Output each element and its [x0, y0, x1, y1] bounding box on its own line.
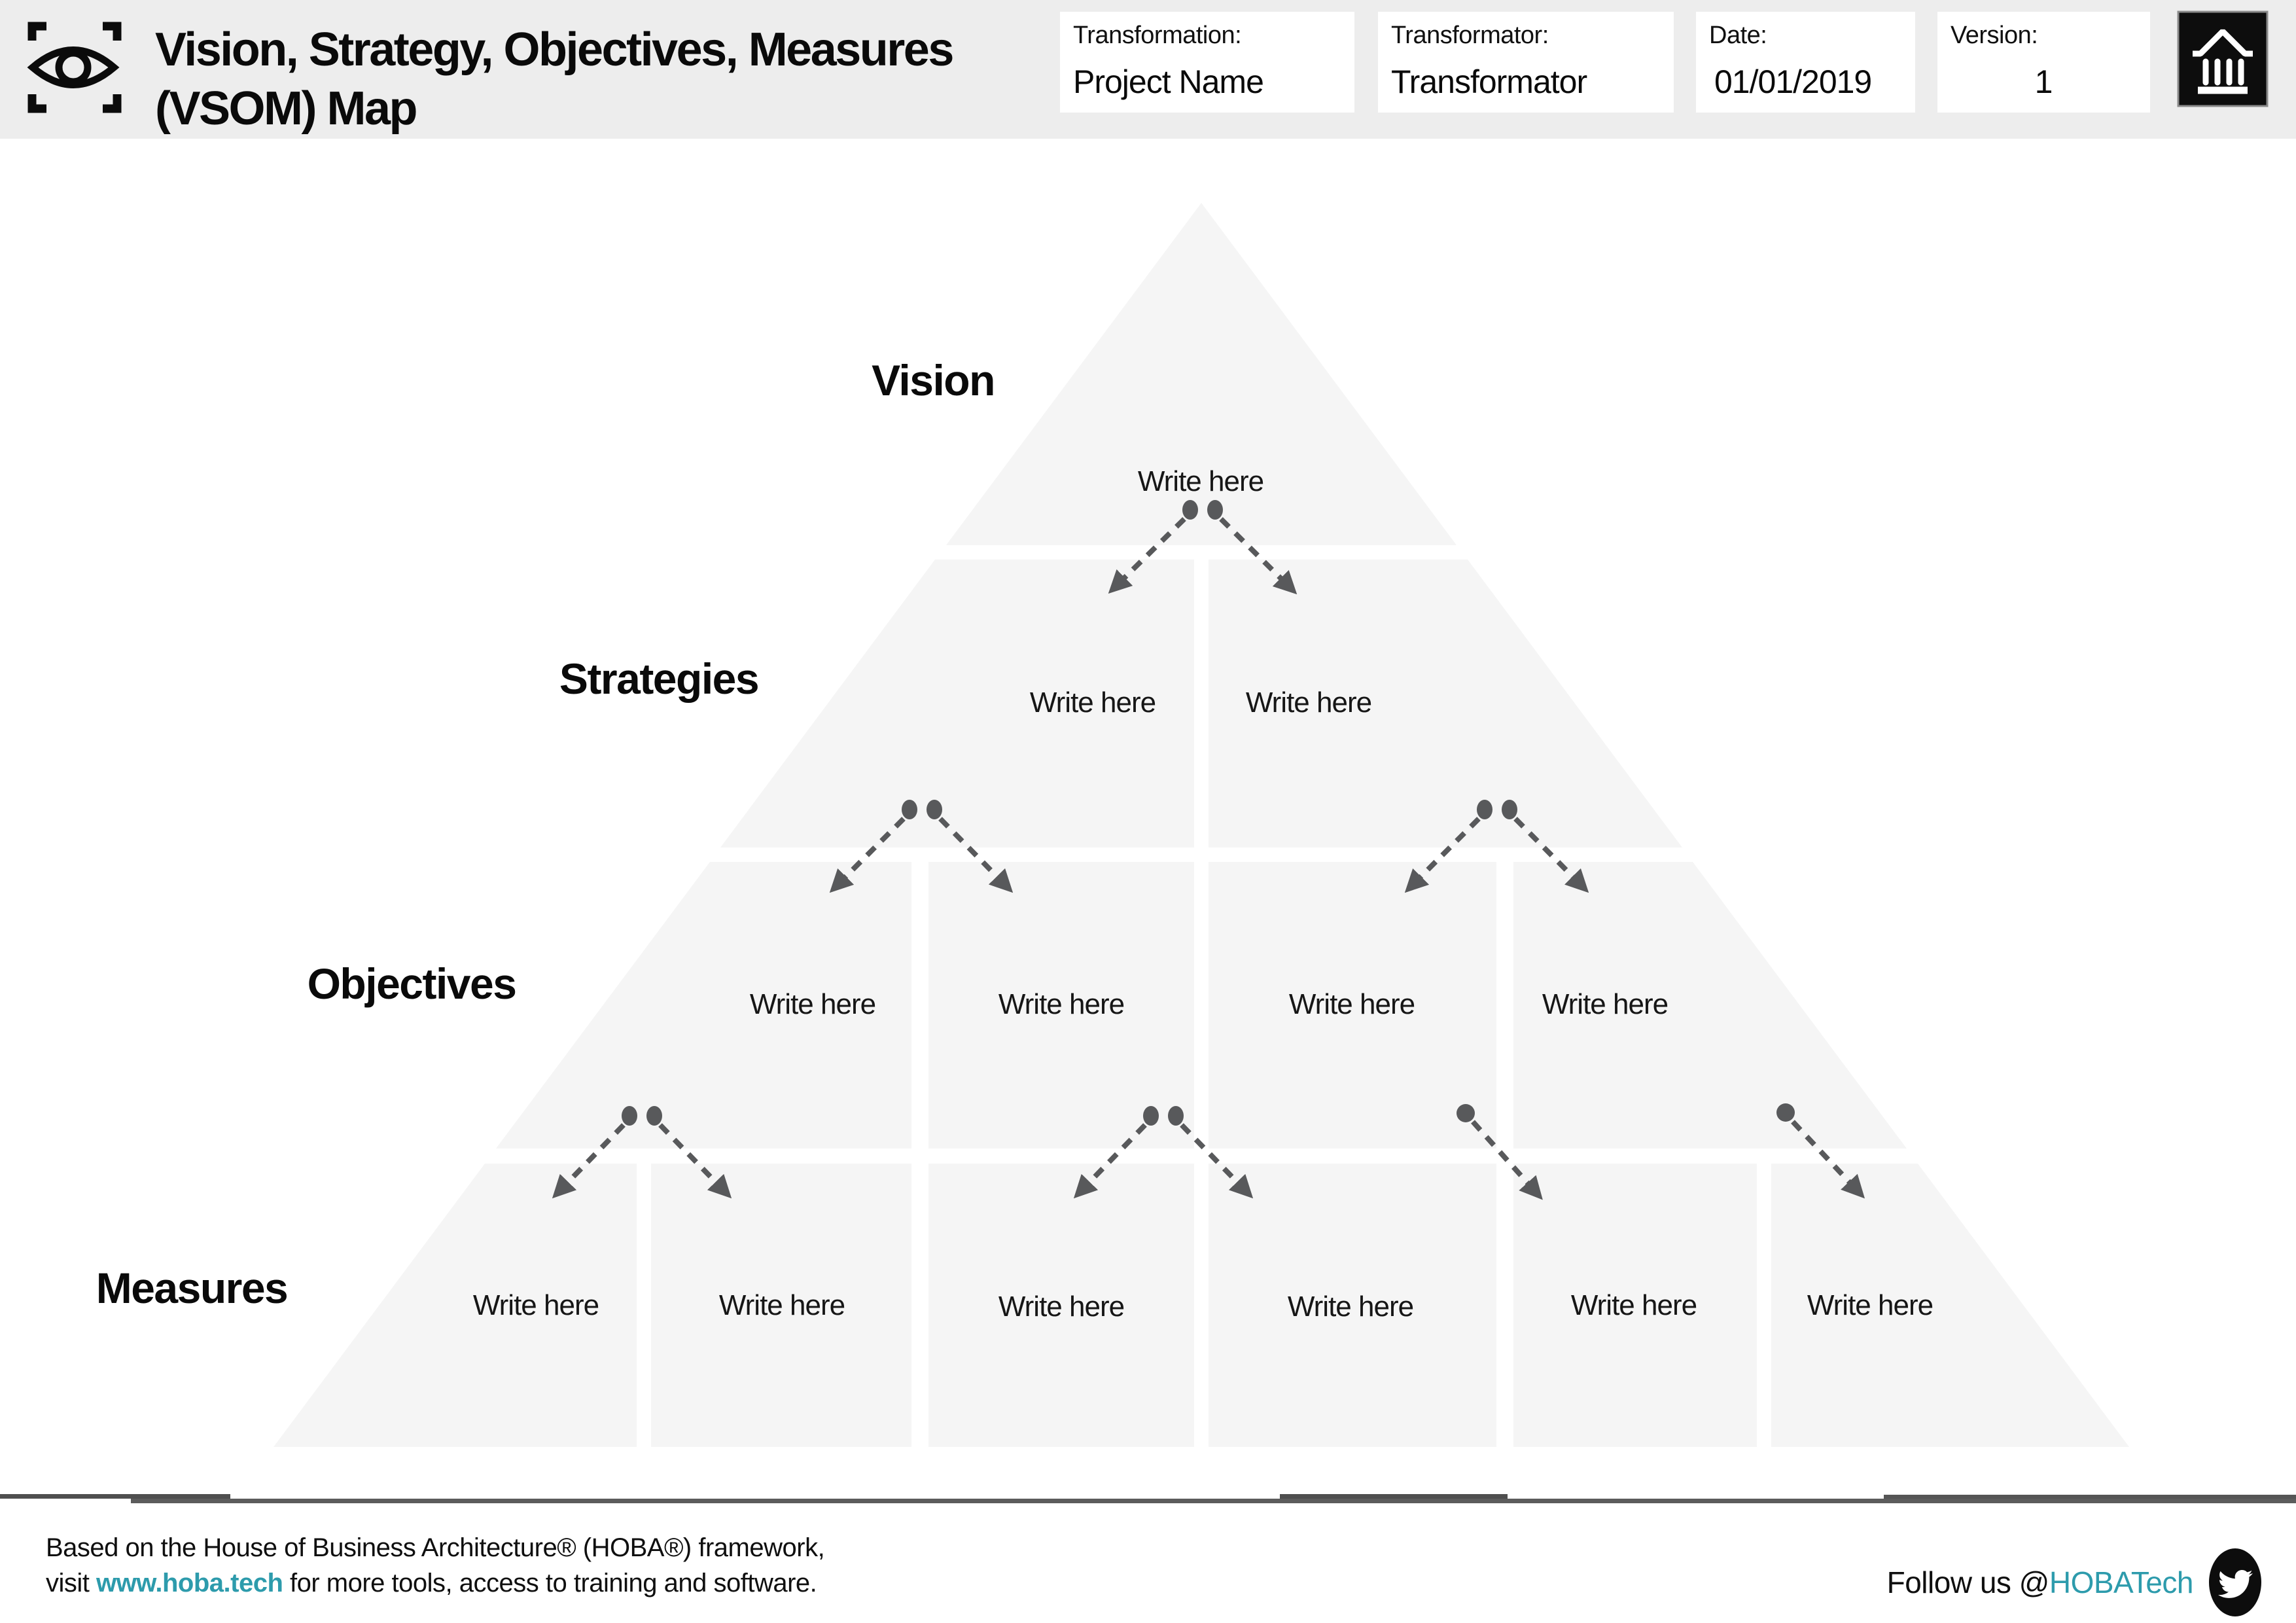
dot-strategy2-left [1477, 800, 1492, 819]
level-label-objectives: Objectives [308, 959, 516, 1008]
footer-divider-segment [0, 1494, 230, 1499]
vision-section[interactable] [946, 203, 1457, 545]
arrow-objective4-to-measure-6 [1791, 1120, 1865, 1199]
field-transformator-value[interactable]: Transformator [1391, 63, 1587, 100]
arrow-strategy2-to-objective-3 [1404, 817, 1481, 893]
field-date-value[interactable]: 01/01/2019 [1714, 63, 1872, 100]
arrow-vision-to-strategy-1 [1108, 517, 1186, 594]
field-version: Version: 1 [1937, 12, 2150, 113]
level-label-strategies: Strategies [559, 654, 758, 703]
arrow-objective1-to-measure-2 [658, 1123, 732, 1199]
vsom-pyramid [274, 203, 2129, 1447]
field-version-label: Version: [1951, 22, 2038, 49]
page-title-line2: (VSOM) Map [155, 82, 417, 135]
arrow-vision-to-strategy-2 [1219, 517, 1298, 595]
measure-section-1[interactable] [274, 1164, 637, 1447]
hobatech-handle-link[interactable]: HOBATech [2049, 1565, 2194, 1599]
field-version-value[interactable]: 1 [2035, 63, 2053, 100]
eye-in-frame-icon [27, 22, 122, 113]
footer-credit-prefix: visit [46, 1569, 96, 1597]
objective-section-4[interactable] [1513, 862, 1907, 1149]
strategy-1-placeholder[interactable]: Write here [1030, 687, 1156, 719]
field-transformation-label: Transformation: [1073, 22, 1241, 49]
dot-vision-right [1207, 500, 1223, 520]
dot-objective1-left [622, 1106, 637, 1126]
dot-objective2-left [1143, 1106, 1159, 1126]
objective-section-3[interactable] [1209, 862, 1496, 1149]
measure-6-placeholder[interactable]: Write here [1807, 1289, 1934, 1321]
follow-us-prefix: Follow us @ [1887, 1565, 2049, 1599]
arrow-strategy1-to-objective-1 [829, 817, 906, 893]
measure-1-placeholder[interactable]: Write here [473, 1289, 599, 1321]
measure-4-placeholder[interactable]: Write here [1288, 1291, 1414, 1323]
dot-objective2-right [1168, 1106, 1184, 1126]
arrow-objective2-to-measure-3 [1073, 1123, 1147, 1199]
header-bar: Vision, Strategy, Objectives, Measures (… [0, 0, 2296, 139]
footer-divider-segment [1280, 1494, 1508, 1499]
measure-3-placeholder[interactable]: Write here [998, 1291, 1125, 1323]
dot-objective4 [1776, 1103, 1795, 1122]
footer: Based on the House of Business Architect… [0, 1494, 2296, 1616]
hoba-website-link[interactable]: www.hoba.tech [96, 1569, 283, 1597]
field-transformation: Transformation: Project Name [1060, 12, 1354, 113]
measure-section-3[interactable] [928, 1164, 1194, 1447]
footer-divider-segment [1578, 1499, 2296, 1503]
footer-divider-segment [1884, 1495, 2296, 1499]
dot-objective3 [1457, 1104, 1475, 1122]
field-transformation-value[interactable]: Project Name [1073, 63, 1264, 100]
arrow-strategy1-to-objective-2 [938, 817, 1014, 893]
field-transformator-label: Transformator: [1391, 22, 1549, 49]
measure-5-placeholder[interactable]: Write here [1571, 1289, 1697, 1321]
footer-follow-us: Follow us @HOBATech [1887, 1565, 2193, 1599]
strategy-section-1[interactable] [720, 560, 1194, 847]
field-transformation-box [1060, 12, 1354, 113]
arrow-strategy2-to-objective-4 [1513, 817, 1589, 893]
connector-dots [622, 500, 1795, 1126]
dot-strategy1-right [927, 800, 942, 819]
footer-credit-suffix: for more tools, access to training and s… [283, 1569, 817, 1597]
connector-arrows [552, 517, 1865, 1200]
arrow-objective3-to-measure-5 [1471, 1120, 1543, 1200]
level-label-vision: Vision [872, 356, 995, 404]
vision-placeholder[interactable]: Write here [1138, 465, 1264, 497]
field-date: Date: 01/01/2019 [1696, 12, 1915, 113]
measure-section-5[interactable] [1513, 1164, 1757, 1447]
measure-section-6[interactable] [1771, 1164, 2129, 1447]
field-date-box [1696, 12, 1915, 113]
level-label-measures: Measures [96, 1264, 288, 1312]
dot-strategy1-left [902, 800, 917, 819]
measure-section-2[interactable] [651, 1164, 911, 1447]
footer-credit-line1: Based on the House of Business Architect… [46, 1533, 824, 1562]
objective-section-1[interactable] [496, 862, 911, 1149]
field-version-box [1937, 12, 2150, 113]
footer-credit-line2: visit www.hoba.tech for more tools, acce… [46, 1569, 817, 1597]
objective-4-placeholder[interactable]: Write here [1542, 988, 1669, 1020]
dot-strategy2-right [1502, 800, 1517, 819]
objective-1-placeholder[interactable]: Write here [750, 988, 876, 1020]
field-transformator: Transformator: Transformator [1378, 12, 1674, 113]
arrow-objective1-to-measure-1 [552, 1123, 626, 1199]
twitter-bird-icon[interactable] [2209, 1548, 2261, 1616]
strategy-section-2[interactable] [1209, 560, 1682, 847]
measure-2-placeholder[interactable]: Write here [719, 1289, 845, 1321]
dot-vision-left [1182, 500, 1198, 520]
arrow-objective2-to-measure-4 [1180, 1123, 1254, 1199]
strategy-2-placeholder[interactable]: Write here [1246, 687, 1372, 719]
hoba-house-icon [2177, 10, 2269, 107]
objective-2-placeholder[interactable]: Write here [998, 988, 1125, 1020]
dot-objective1-right [646, 1106, 662, 1126]
field-date-label: Date: [1709, 22, 1767, 49]
objective-3-placeholder[interactable]: Write here [1289, 988, 1415, 1020]
measure-section-4[interactable] [1209, 1164, 1496, 1447]
field-transformator-box [1378, 12, 1674, 113]
page-title-line1: Vision, Strategy, Objectives, Measures [155, 24, 953, 76]
objective-section-2[interactable] [928, 862, 1194, 1149]
footer-divider-segment [131, 1499, 1578, 1503]
